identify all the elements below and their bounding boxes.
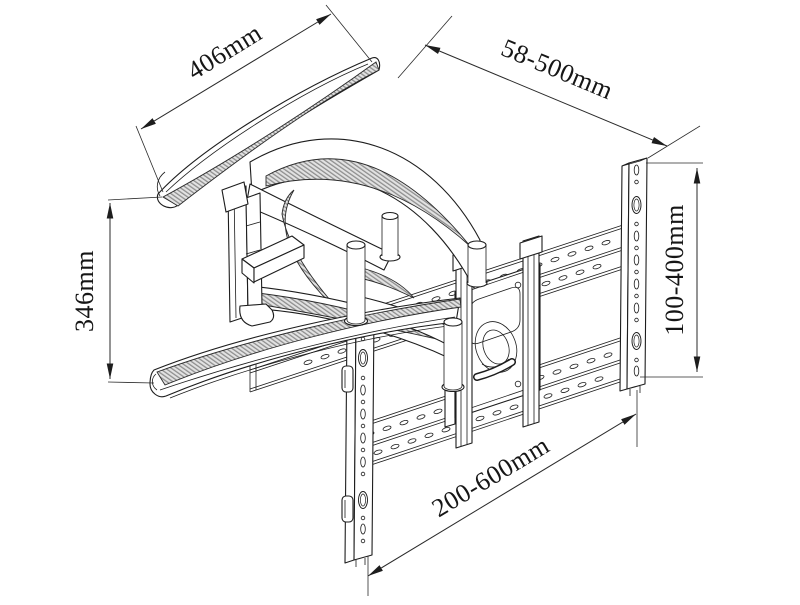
dimension-label-tv-plate-height: 346mm — [70, 250, 99, 332]
left-rail-mounting-holes — [358, 321, 368, 544]
link-arm-inlay — [359, 267, 415, 299]
pivot-cylinder-front — [441, 317, 465, 393]
dimension-extension-range: 58-500mm — [397, 15, 701, 159]
plate-cutout — [469, 286, 521, 345]
pivot-cylinder-rear — [343, 240, 369, 327]
dimension-tv-plate-height: 346mm — [70, 196, 163, 384]
right-rail-mounting-holes — [631, 164, 642, 377]
curved-slot — [473, 358, 516, 381]
tv-blade-lower — [149, 297, 462, 399]
rail-clip-upper — [341, 365, 354, 393]
dimension-label-wall-plate-width: 200-600mm — [427, 430, 555, 523]
wall-rail-right-vertical — [619, 157, 648, 396]
bracket-foot — [239, 303, 275, 327]
blade-hatch-band — [156, 298, 462, 386]
dimension-label-tv-plate-width: 406mm — [182, 18, 267, 86]
pivot-cylinders — [343, 211, 488, 393]
dimension-wall-plate-height: 100-400mm — [640, 162, 703, 378]
slider-strap-right — [519, 235, 543, 428]
dimension-label-extension-range: 58-500mm — [497, 33, 617, 105]
pivot-cylinder-mid — [379, 211, 401, 262]
rail-clip-lower — [341, 495, 354, 523]
tv-bracket — [221, 181, 305, 327]
dimension-label-wall-plate-height: 100-400mm — [660, 204, 689, 336]
pivot-cylinder-slider — [466, 240, 488, 288]
pivot-handle-bar — [241, 235, 305, 284]
wall-rail-left-vertical — [341, 312, 375, 567]
